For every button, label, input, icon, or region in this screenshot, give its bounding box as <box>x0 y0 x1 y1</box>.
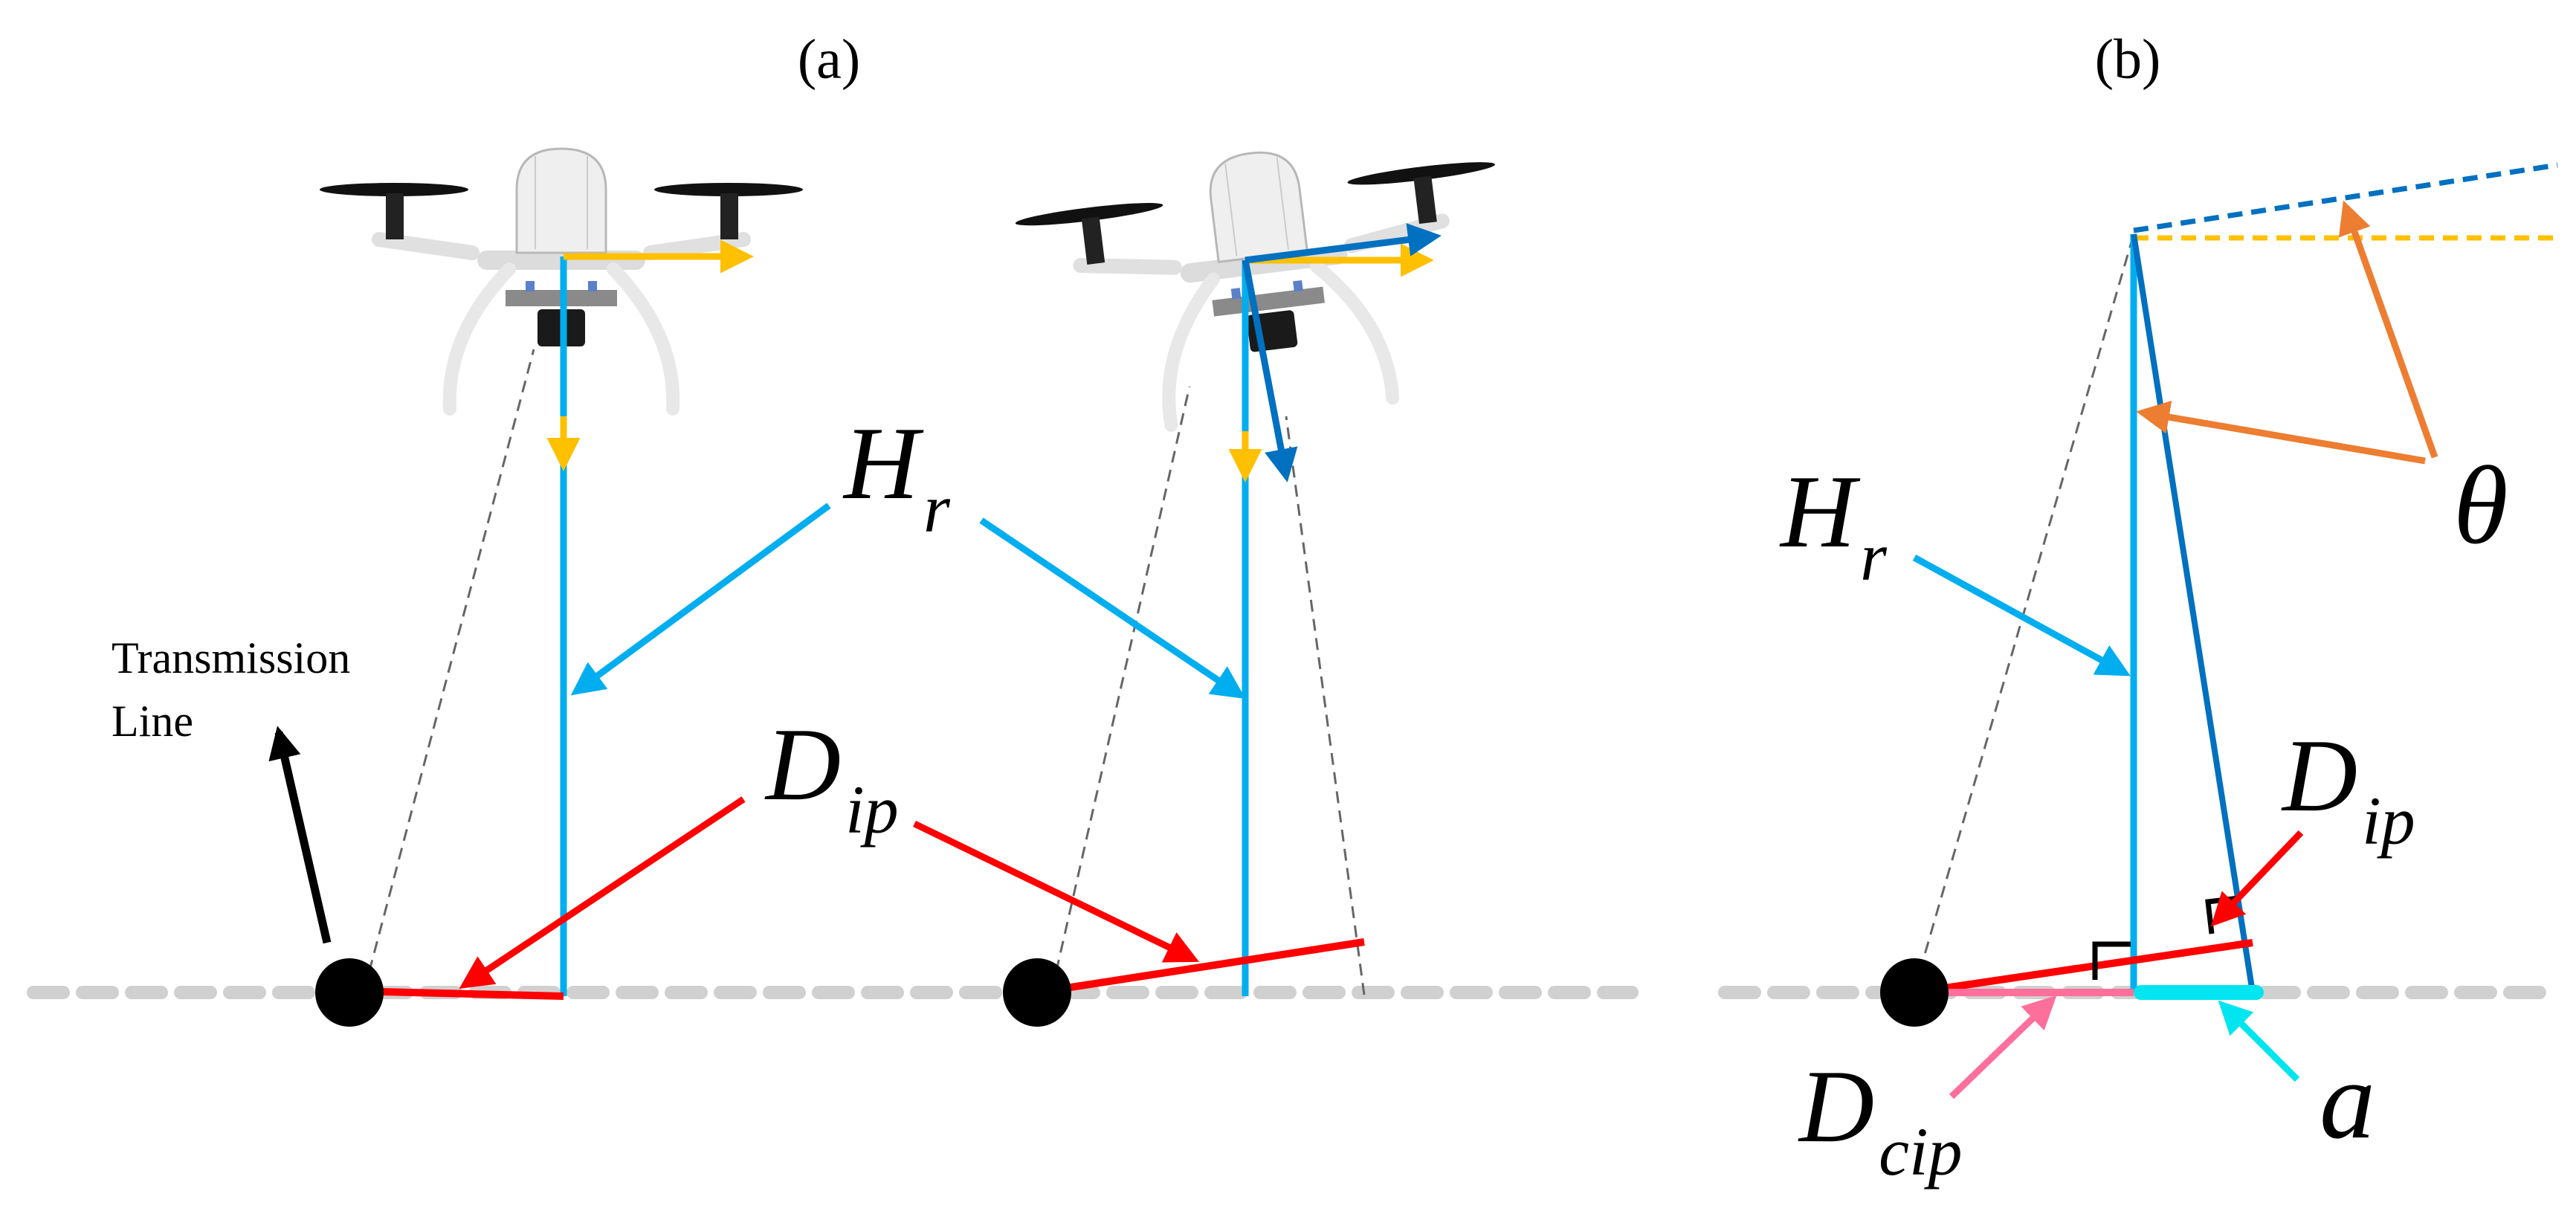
a-label: a <box>2320 1039 2375 1162</box>
tilted-horizontal-arrow <box>1245 223 1442 264</box>
dip-label-a: Dip <box>764 707 899 848</box>
dcip-arrow <box>1949 995 2057 1100</box>
transmission-line-label-1: Transmission <box>112 633 350 682</box>
tilted-reference-dashed <box>2133 162 2558 233</box>
dip-line <box>349 987 564 1000</box>
dip-arrow-right <box>913 820 1200 963</box>
transmission-line-node-right <box>1003 958 1071 1027</box>
hr-label-b: Hr <box>1779 454 1888 595</box>
dip-a-sub: ip <box>845 772 899 848</box>
right-angle-mark-1 <box>2092 941 2131 980</box>
dip-line-b <box>1914 939 2253 996</box>
panel-a-label: (a) <box>798 28 860 91</box>
hr-label-a: Hr <box>842 406 951 546</box>
transmission-line-node <box>315 958 384 1027</box>
drone-tilted-icon <box>1010 124 1522 442</box>
hr-arrow-left <box>570 503 831 696</box>
dip-a-main: D <box>764 707 841 822</box>
theta-arrow-lower <box>2136 400 2426 465</box>
gray-sightline-right-1 <box>1050 386 1191 991</box>
dip-b-main: D <box>2281 718 2357 833</box>
dcip-b-main: D <box>1798 1049 1874 1164</box>
dip-line-right <box>1036 938 1365 996</box>
theta-label: θ <box>2453 444 2508 567</box>
theta-arrow-upper <box>2338 200 2438 459</box>
gray-sightline-right-2 <box>1285 416 1366 995</box>
dip-arrow-left <box>459 796 746 989</box>
panel-b-label: (b) <box>2095 28 2161 91</box>
hr-arrow-right <box>979 517 1246 700</box>
gray-sightline <box>363 349 535 991</box>
transmission-line-label: Transmission Line <box>112 633 361 746</box>
tilted-vertical-arrow <box>1242 259 1298 482</box>
hr-b-sub: r <box>1860 519 1888 595</box>
hr-arrow-b <box>1912 555 2131 677</box>
dip-b-sub: ip <box>2362 783 2415 859</box>
transmission-line-node-b <box>1880 958 1949 1027</box>
hr-a-main: H <box>842 406 924 521</box>
hr-a-sub: r <box>923 471 951 546</box>
transmission-line-label-2: Line <box>112 697 193 746</box>
dcip-label-b: Dcip <box>1798 1049 1963 1189</box>
tilted-line-b <box>2131 233 2256 993</box>
dip-arrow-b <box>2210 830 2304 927</box>
transmission-line-arrow <box>268 726 332 944</box>
hr-b-main: H <box>1779 454 1861 569</box>
dcip-b-sub: cip <box>1879 1114 1962 1189</box>
a-arrow <box>2218 1000 2300 1082</box>
dip-label-b: Dip <box>2281 718 2415 859</box>
